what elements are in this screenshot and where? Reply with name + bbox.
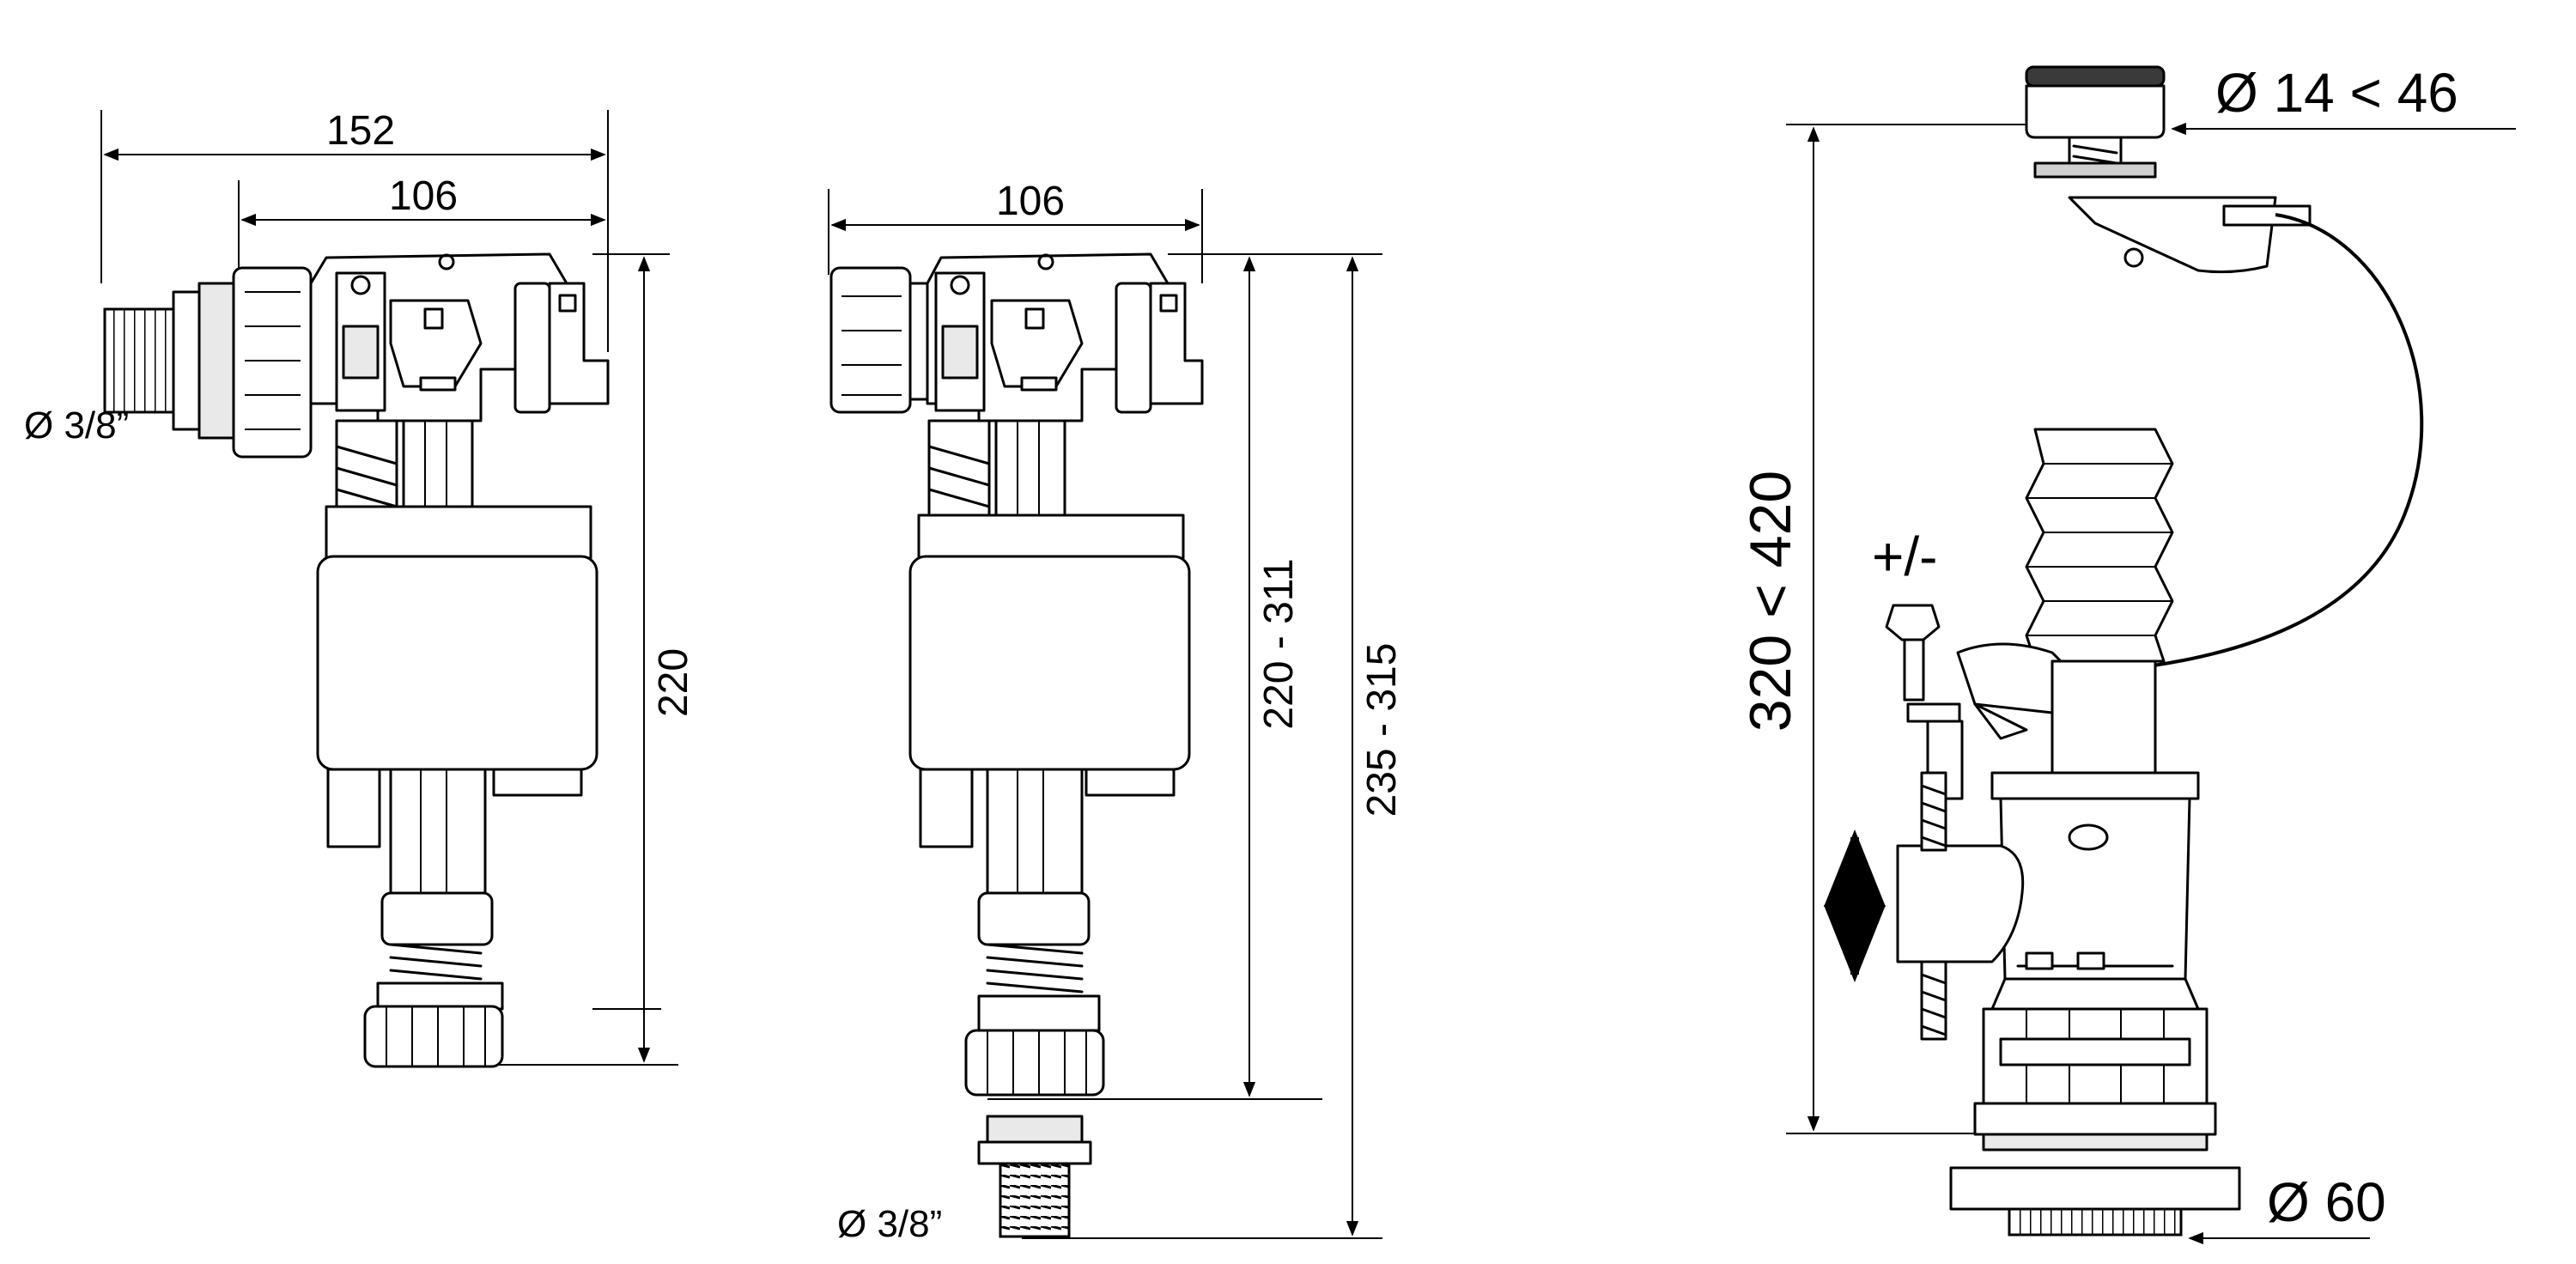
- dim-height-line: [1786, 124, 2026, 1134]
- base-diameter-label: Ø 60: [2267, 1171, 2386, 1233]
- base-plate: [1949, 1166, 2241, 1211]
- dim-body-width-line: [238, 180, 606, 283]
- height-range-label: 320 < 420: [1738, 471, 1803, 732]
- thread-label: Ø 3/8”: [837, 1203, 942, 1245]
- dim-body-width-label: 106: [389, 173, 458, 219]
- dim-body-width-line: [828, 189, 1203, 283]
- dim-total-width-label: 152: [326, 108, 395, 154]
- dim-total-range-label: 235 - 315: [1359, 643, 1405, 817]
- flush-valve: Ø 14 < 46 320 < 420 +/-: [1738, 62, 2516, 1245]
- left-fill-valve: 152 106 220 Ø 3/8”: [24, 108, 696, 1068]
- dim-body-width-label: 106: [996, 179, 1065, 224]
- button-range-label: Ø 14 < 46: [2215, 62, 2458, 124]
- thread-inlet: [103, 307, 175, 414]
- dim-height-range-label: 220 - 311: [1256, 558, 1302, 729]
- thread-outlet: [999, 1162, 1071, 1238]
- adjust-screw: [1885, 604, 2080, 800]
- dim-total-range-line: [1022, 256, 1382, 1239]
- adjust-label: +/-: [1872, 526, 1937, 587]
- thread-label: Ø 3/8”: [24, 404, 129, 447]
- push-button: [2025, 65, 2166, 179]
- dim-total-width-line: [100, 110, 609, 352]
- lower-nut: [363, 1005, 504, 1068]
- bellows: [2025, 428, 2174, 663]
- dim-height-line: [498, 253, 678, 1066]
- middle-fill-valve: 106 220 - 311 235 - 315: [828, 179, 1405, 1245]
- dim-height-label: 220: [651, 648, 696, 717]
- lower-nut: [964, 1029, 1105, 1097]
- dim-height-range-line: [987, 253, 1382, 1100]
- cable: [2120, 213, 2424, 672]
